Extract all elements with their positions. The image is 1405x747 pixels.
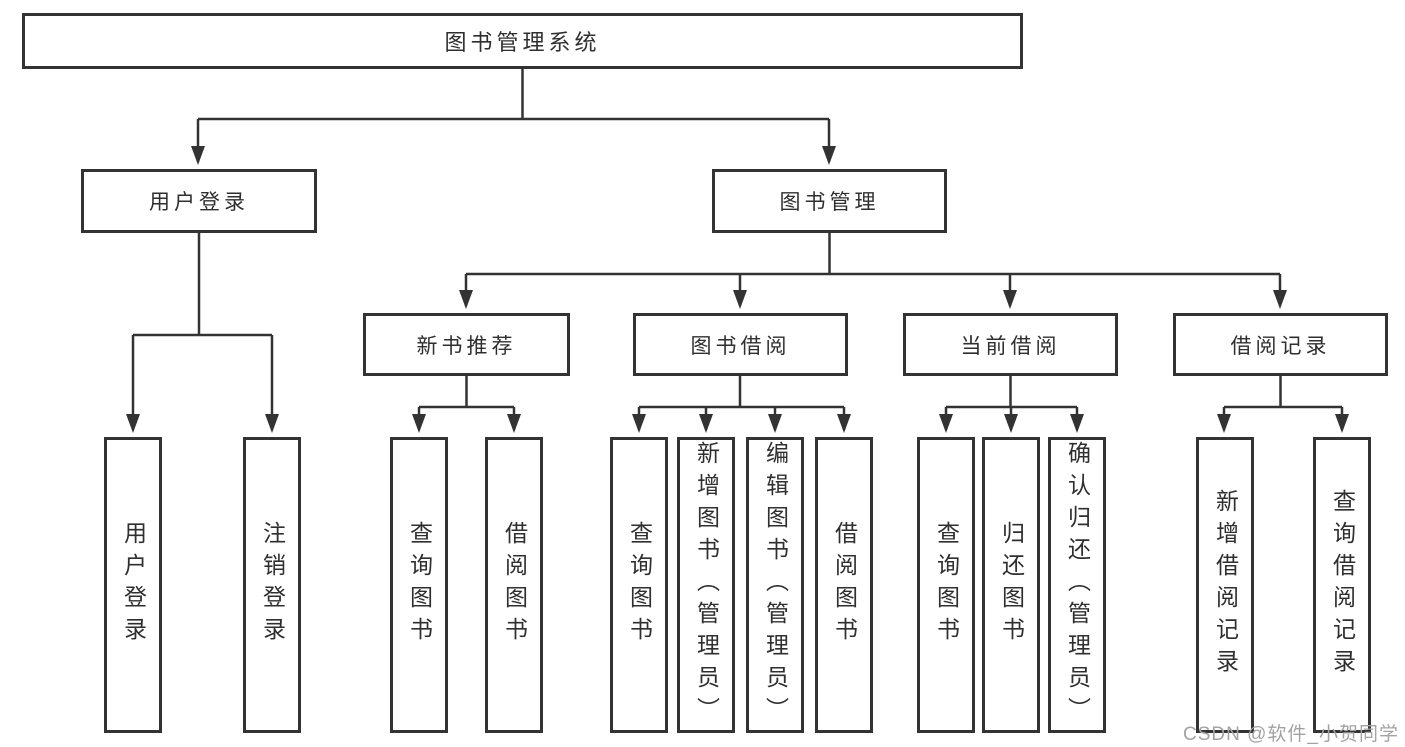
node-new-book-recommend: 新书推荐 xyxy=(363,313,570,376)
leaf-add-borrow-record: 新增借阅记录 xyxy=(1196,437,1254,733)
leaf-label: 注销登录 xyxy=(259,521,286,649)
leaf-confirm-return-admin: 确认归还（管理员） xyxy=(1048,437,1106,733)
leaf-label: 查询图书 xyxy=(406,521,433,649)
leaf-label: 借阅图书 xyxy=(501,521,528,649)
node-label: 图书借阅 xyxy=(690,334,791,358)
node-user-login: 用户登录 xyxy=(81,169,317,233)
node-label: 当前借阅 xyxy=(960,334,1061,358)
leaf-label: 用户登录 xyxy=(120,521,147,649)
watermark: CSDN @软件_小贺同学 xyxy=(1183,724,1399,745)
node-label: 借阅记录 xyxy=(1230,334,1331,358)
leaf-borrow-books-recommend: 借阅图书 xyxy=(485,437,543,733)
node-label: 图书管理系统 xyxy=(444,30,601,55)
leaf-label: 编辑图书（管理员） xyxy=(762,441,789,729)
node-book-borrow: 图书借阅 xyxy=(633,313,848,376)
node-book-management: 图书管理 xyxy=(712,169,947,233)
leaf-add-book-admin: 新增图书（管理员） xyxy=(677,437,735,733)
leaf-label: 新增借阅记录 xyxy=(1212,489,1239,681)
leaf-query-books-borrow: 查询图书 xyxy=(610,437,668,733)
leaf-label: 查询图书 xyxy=(626,521,653,649)
leaf-label: 新增图书（管理员） xyxy=(693,441,720,729)
leaf-return-books: 归还图书 xyxy=(982,437,1040,733)
node-library-management-system: 图书管理系统 xyxy=(22,13,1023,69)
leaf-query-borrow-record: 查询借阅记录 xyxy=(1313,437,1371,733)
leaf-edit-book-admin: 编辑图书（管理员） xyxy=(746,437,804,733)
leaf-query-books-recommend: 查询图书 xyxy=(390,437,448,733)
leaf-borrow-books: 借阅图书 xyxy=(815,437,873,733)
leaf-label: 确认归还（管理员） xyxy=(1064,441,1091,729)
leaf-label: 查询借阅记录 xyxy=(1329,489,1356,681)
leaf-label: 查询图书 xyxy=(933,521,960,649)
node-current-borrow: 当前借阅 xyxy=(903,313,1118,376)
node-label: 新书推荐 xyxy=(416,334,517,358)
leaf-label: 归还图书 xyxy=(998,521,1025,649)
leaf-query-books-current: 查询图书 xyxy=(917,437,975,733)
node-borrow-records: 借阅记录 xyxy=(1173,313,1388,376)
node-label: 图书管理 xyxy=(779,191,880,214)
leaf-user-login: 用户登录 xyxy=(104,437,162,733)
leaf-label: 借阅图书 xyxy=(831,521,858,649)
node-label: 用户登录 xyxy=(149,191,249,214)
leaf-logout: 注销登录 xyxy=(243,437,301,733)
